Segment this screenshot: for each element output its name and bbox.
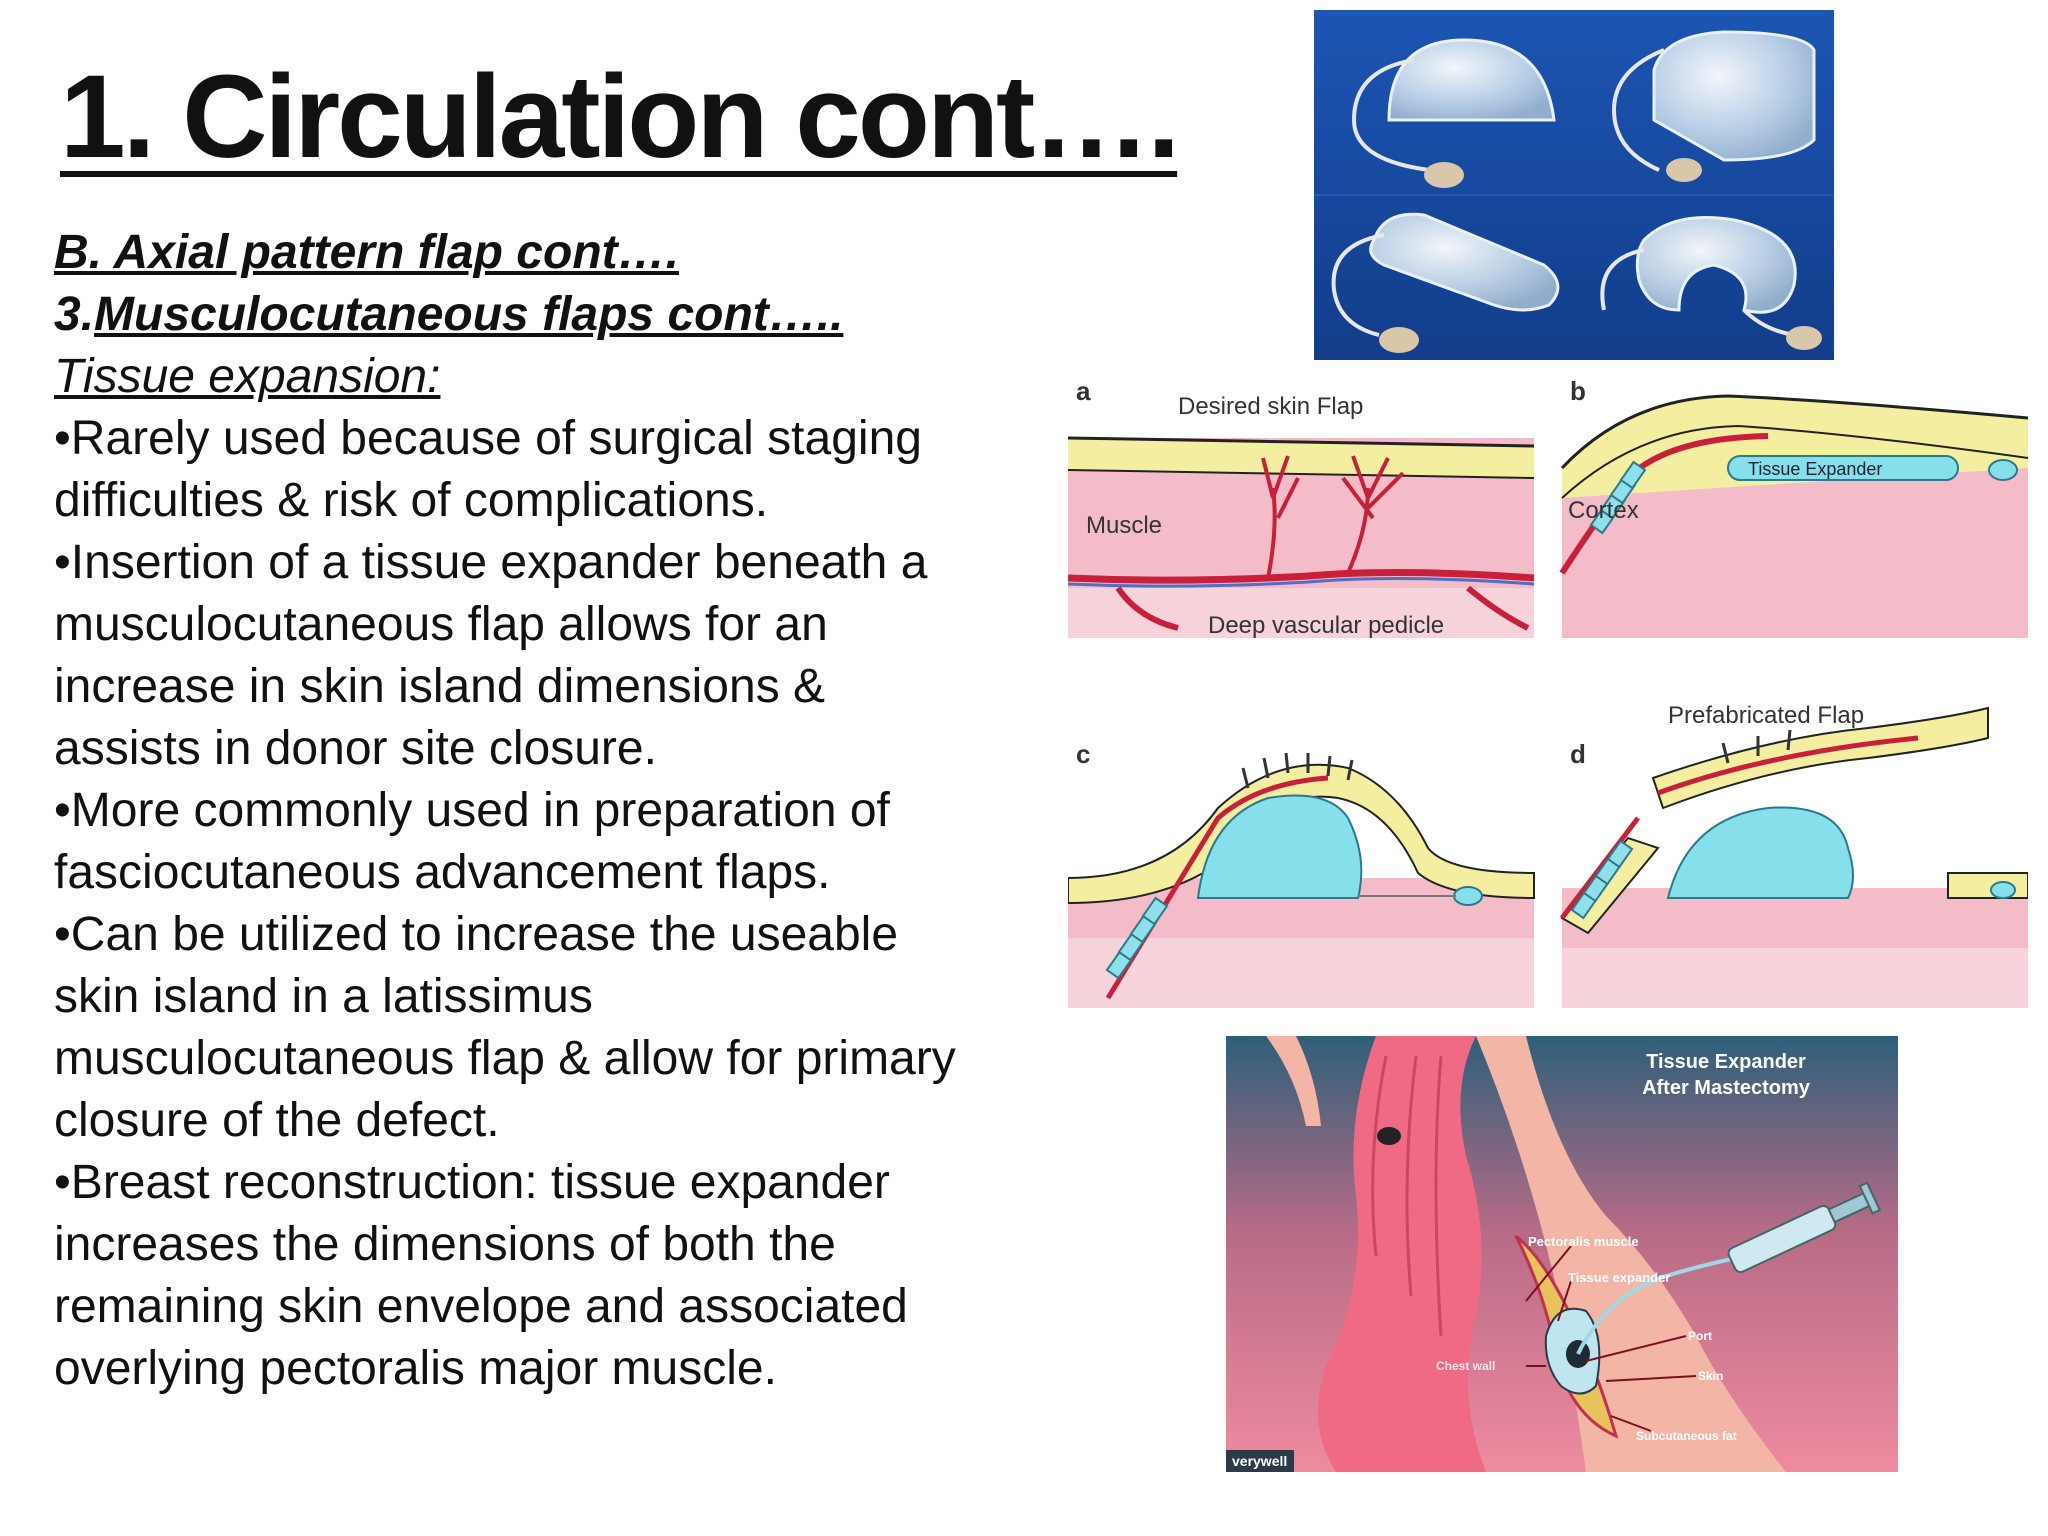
- mastectomy-illustration: Tissue Expander After Mastectomy Pectora…: [1226, 1036, 1898, 1472]
- bullet-line: musculocutaneous flap allows for an: [54, 598, 828, 651]
- bullet-line: remaining skin envelope and associated: [54, 1280, 908, 1333]
- bullet-line: increase in skin island dimensions &: [54, 660, 826, 713]
- bullet-line: fasciocutaneous advancement flaps.: [54, 846, 831, 899]
- bullet-line: •Can be utilized to increase the useable: [54, 908, 899, 961]
- panel-d: d Prefabricated Flap: [1560, 702, 2028, 1008]
- bullet-line: •Rarely used because of surgical staging: [54, 412, 922, 465]
- heading-musculocutaneous-text: Musculocutaneous flaps cont…..: [94, 288, 844, 341]
- bullet-line: difficulties & risk of complications.: [54, 474, 769, 527]
- bullet-line: overlying pectoralis major muscle.: [54, 1342, 777, 1395]
- panel-b-label-expander: Tissue Expander: [1748, 459, 1882, 479]
- label-subcutaneous-fat: Subcutaneous fat: [1636, 1429, 1737, 1443]
- bullet-item: •Rarely used because of surgical staging…: [54, 408, 1044, 532]
- bullet-line: •Insertion of a tissue expander beneath …: [54, 536, 928, 589]
- label-port: Port: [1688, 1329, 1712, 1343]
- label-skin: Skin: [1698, 1369, 1723, 1383]
- bullet-item: •Can be utilized to increase the useable…: [54, 904, 1044, 1152]
- panel-b-label-cortex: Cortex: [1568, 497, 1639, 524]
- prefabricated-flap-diagram: a Desired skin Flap Muscle Deep vascular…: [1068, 378, 2028, 1008]
- panel-c-letter: c: [1076, 739, 1090, 769]
- heading-tissue-expansion: Tissue expansion:: [54, 350, 441, 403]
- heading-number: 3.: [54, 288, 95, 341]
- prefabricated-flap-diagram-image: a Desired skin Flap Muscle Deep vascular…: [1068, 378, 2028, 1008]
- bullet-line: closure of the defect.: [54, 1094, 500, 1147]
- panel-a: a Desired skin Flap Muscle Deep vascular…: [1068, 378, 1535, 639]
- panel-a-label-muscle: Muscle: [1086, 512, 1162, 539]
- label-pectoralis: Pectoralis muscle: [1528, 1234, 1639, 1249]
- panel-b-letter: b: [1570, 378, 1586, 406]
- panel-d-label-top: Prefabricated Flap: [1668, 702, 1864, 729]
- heading-axial-pattern: B. Axial pattern flap cont….: [54, 226, 679, 279]
- panel-b: b Tissue Expander Cortex: [1559, 378, 2028, 638]
- label-expander: Tissue expander: [1568, 1270, 1670, 1285]
- label-chest-wall: Chest wall: [1436, 1359, 1495, 1373]
- panel-c: c: [1068, 739, 1535, 1008]
- panel-a-letter: a: [1076, 378, 1091, 406]
- bullet-line: •More commonly used in preparation of: [54, 784, 890, 837]
- heading-musculocutaneous: 3.Musculocutaneous flaps cont…..: [54, 284, 1044, 346]
- bullet-item: •Insertion of a tissue expander beneath …: [54, 532, 1044, 780]
- bullet-line: assists in donor site closure.: [54, 722, 657, 775]
- bullet-line: increases the dimensions of both the: [54, 1218, 836, 1271]
- expander-photo: [1314, 10, 1834, 360]
- verywell-logo: verywell: [1232, 1453, 1287, 1469]
- expander-photo-image: [1314, 10, 1834, 360]
- bullet-line: •Breast reconstruction: tissue expander: [54, 1156, 890, 1209]
- mastectomy-illustration-image: Tissue Expander After Mastectomy Pectora…: [1226, 1036, 1898, 1472]
- panel-d-letter: d: [1570, 739, 1586, 769]
- panel-a-label-top: Desired skin Flap: [1178, 393, 1363, 420]
- slide-body: B. Axial pattern flap cont…. 3.Musculocu…: [54, 222, 1044, 1400]
- illustration-title-line2: After Mastectomy: [1642, 1077, 1811, 1099]
- illustration-title-line1: Tissue Expander: [1646, 1051, 1806, 1073]
- bullet-item: •More commonly used in preparation of fa…: [54, 780, 1044, 904]
- slide-title: 1. Circulation cont….: [60, 51, 1180, 183]
- bullet-line: musculocutaneous flap & allow for primar…: [54, 1032, 956, 1085]
- bullet-line: skin island in a latissimus: [54, 970, 593, 1023]
- panel-a-label-bottom: Deep vascular pedicle: [1208, 612, 1444, 639]
- bullet-item: •Breast reconstruction: tissue expander …: [54, 1152, 1044, 1400]
